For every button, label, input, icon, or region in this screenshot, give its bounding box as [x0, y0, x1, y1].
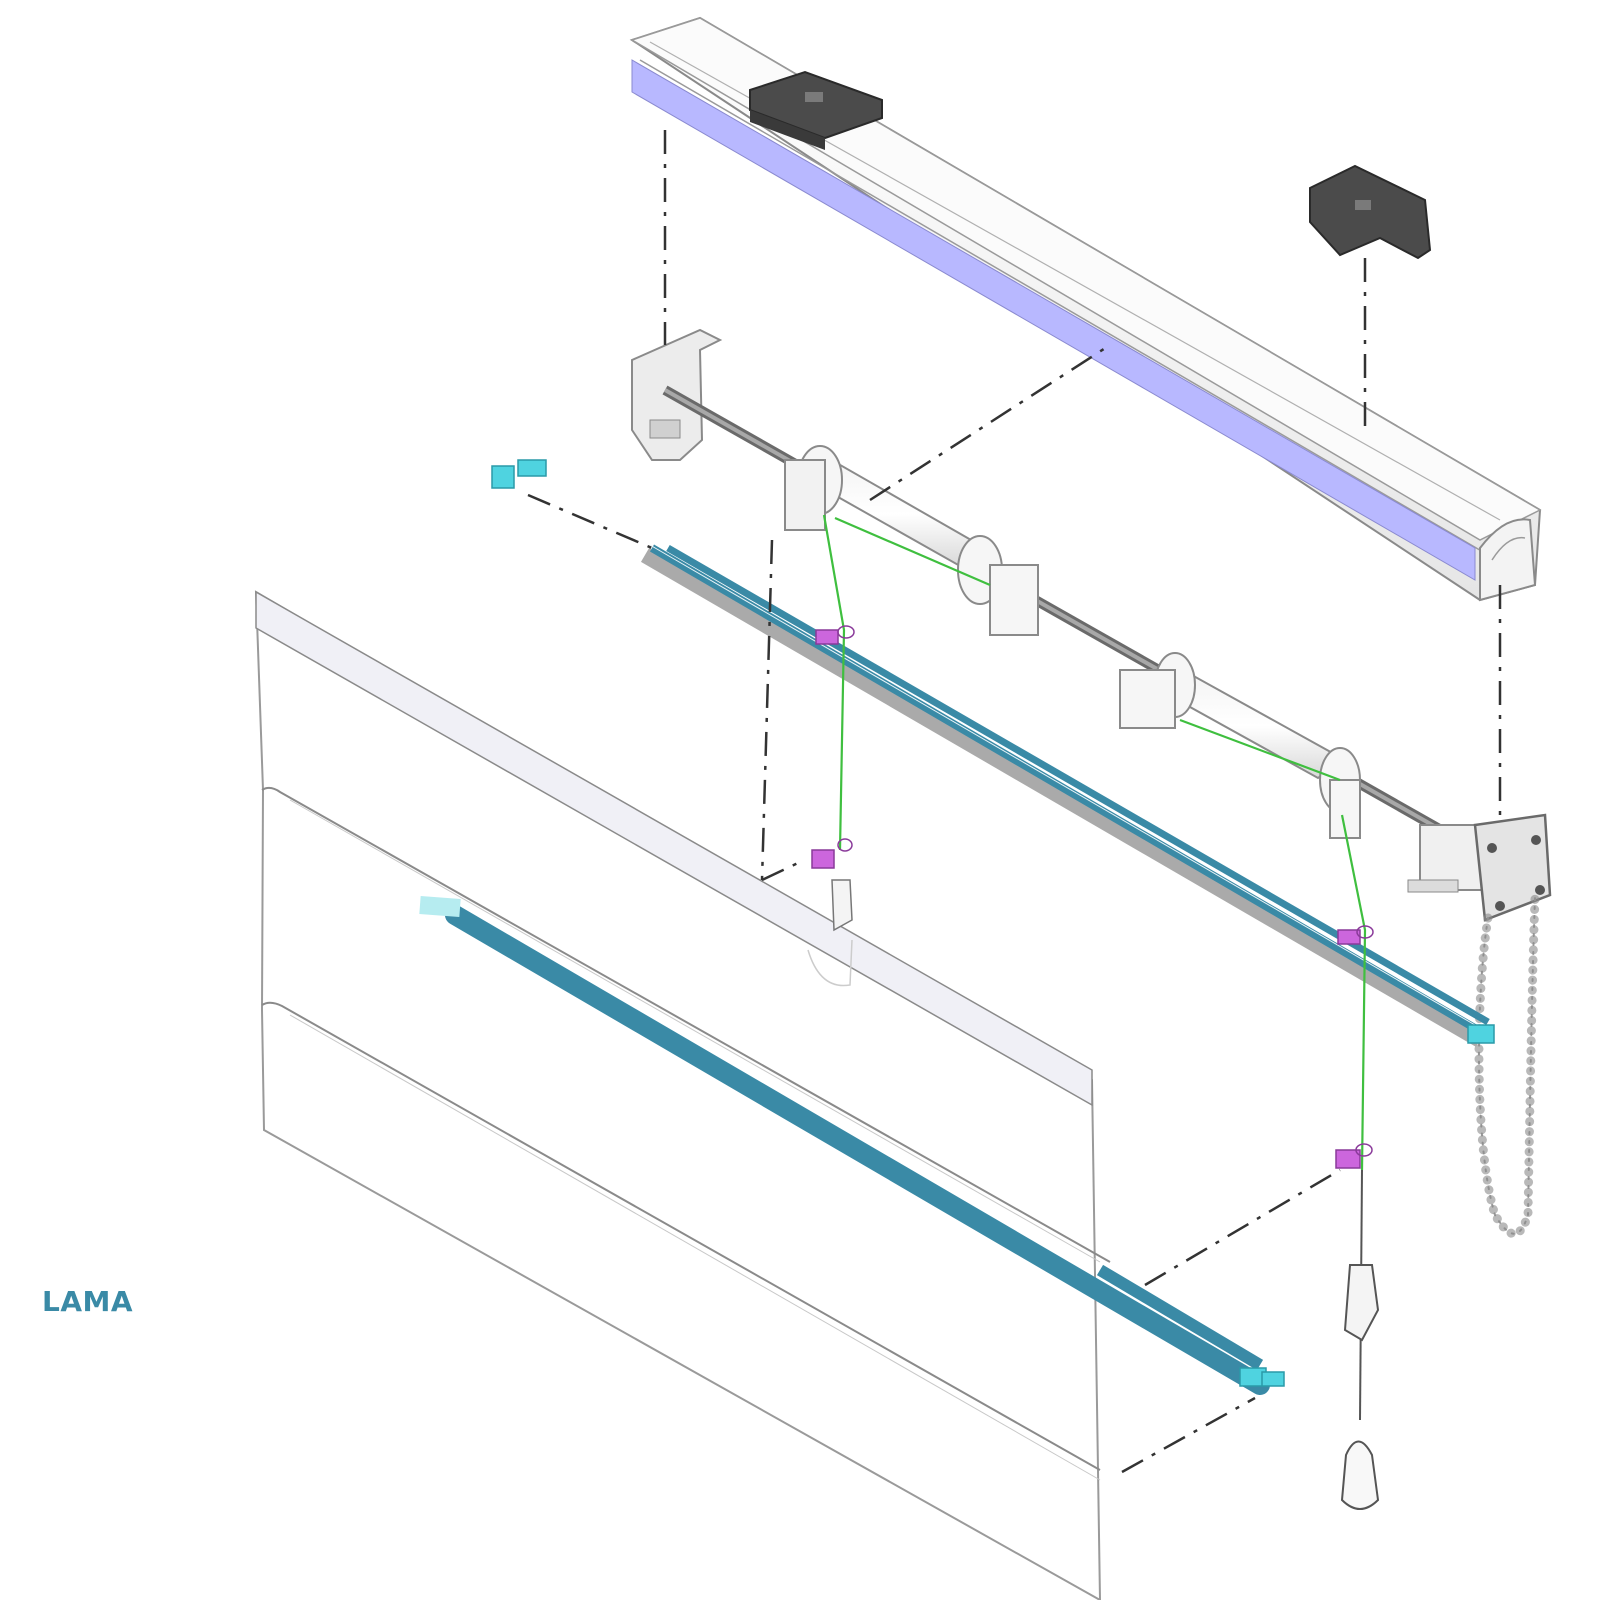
ring-clip-icon — [811, 625, 1374, 1169]
cord-weight-icon — [807, 879, 1380, 1510]
chain-control-unit — [1407, 813, 1552, 922]
chain-icon — [1474, 893, 1540, 1239]
shaft-mechanism — [631, 328, 1552, 922]
mounting-bracket-icon — [749, 70, 1432, 260]
slat-label: LAMA — [42, 1285, 134, 1318]
lower-slat-bar — [419, 896, 1270, 1395]
fabric-panels — [254, 590, 1111, 1602]
end-cap-icon — [491, 459, 1495, 1387]
lift-cord — [822, 514, 1367, 1171]
head-rail-strip — [631, 59, 1476, 581]
assembly-guide-lines — [527, 130, 1502, 1474]
